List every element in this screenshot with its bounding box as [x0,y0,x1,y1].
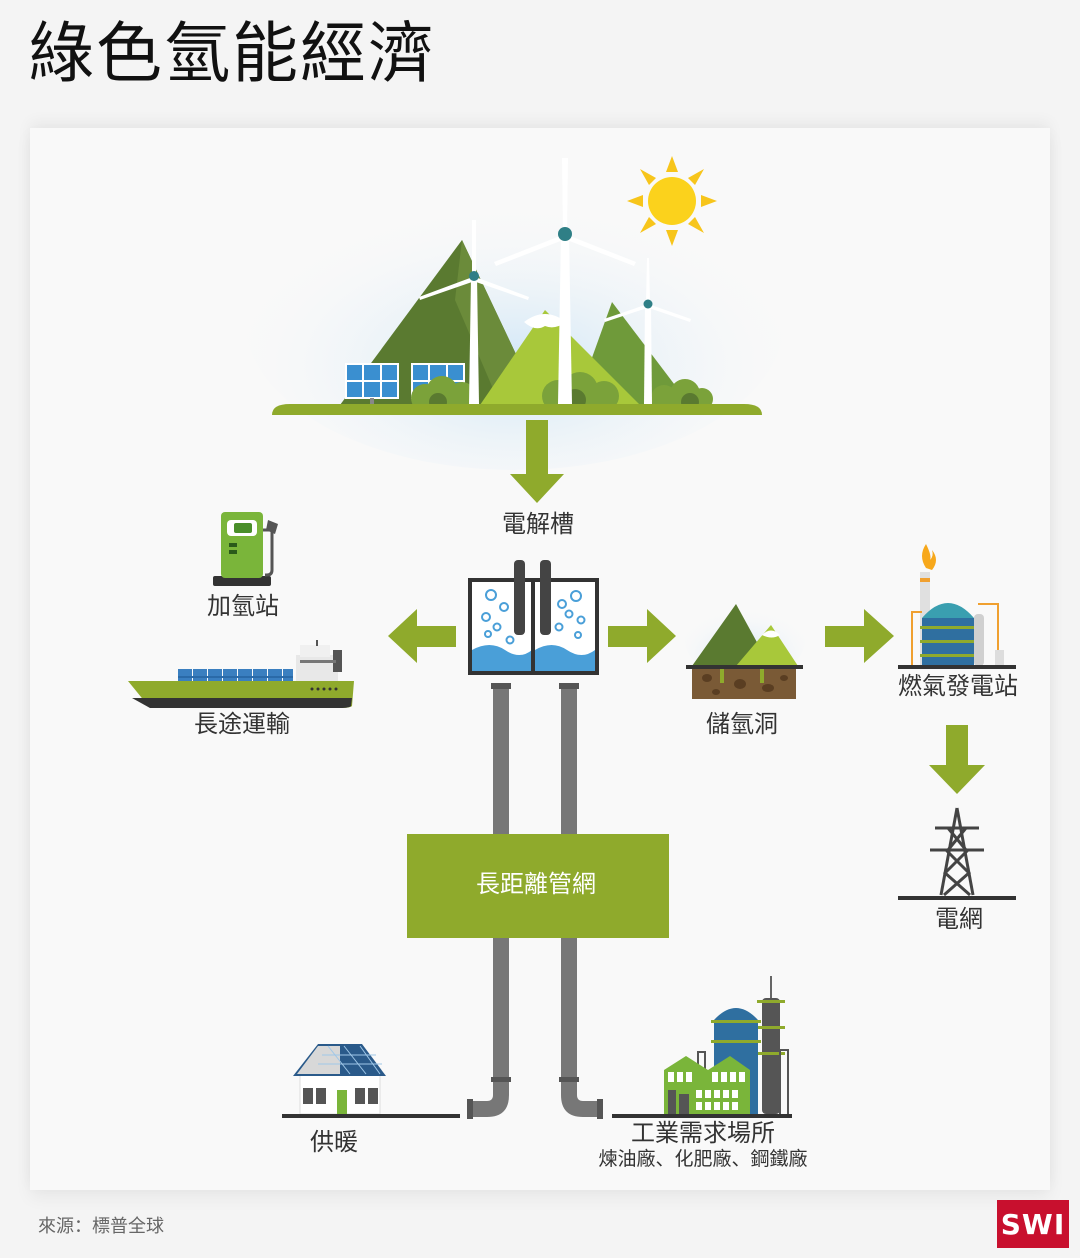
transmission-tower-icon [930,807,984,897]
pipeline-network-box [407,834,669,938]
storage-cave-icon [685,600,805,699]
label-heating: 供暖 [310,1128,358,1156]
page-title: 綠色氫能經濟 [28,15,436,92]
factory-icon [664,976,789,1114]
flow-arrows [388,420,985,794]
grid-ground-line [898,896,1016,900]
label-power-grid: 電網 [935,905,983,933]
cargo-ship-icon [128,640,354,708]
arrow-right-to-storage [608,609,676,663]
arrow-right-to-power-plant [825,609,894,663]
source-note: 來源：標普全球 [38,1216,164,1237]
arrow-left-to-station [388,609,456,663]
renewable-energy-scene [245,156,785,470]
label-industrial-examples: 煉油廠、化肥廠、鋼鐵廠 [598,1148,808,1170]
label-pipeline-network: 長距離管網 [476,870,596,898]
arrow-down-to-grid [929,725,985,794]
sun-icon [627,156,717,246]
label-long-distance-transport: 長途運輸 [194,710,290,738]
power-plant-icon [898,544,1016,669]
swi-logo: SWI [997,1200,1069,1248]
house-icon [293,1044,386,1115]
house-ground-line [282,1114,460,1118]
arrow-down-to-electrolyzer [510,420,564,503]
label-electrolyzer: 電解槽 [502,510,574,538]
factory-ground-line [612,1114,792,1118]
label-industrial-demand: 工業需求場所 [631,1119,775,1147]
label-hydrogen-station: 加氫站 [207,592,279,620]
label-hydrogen-storage-cave: 儲氫洞 [706,710,778,738]
fuel-pump-icon [213,512,278,586]
wind-turbine-icon [419,158,691,404]
electrolyzer-icon [468,560,599,675]
label-gas-power-plant: 燃氣發電站 [898,672,1018,700]
